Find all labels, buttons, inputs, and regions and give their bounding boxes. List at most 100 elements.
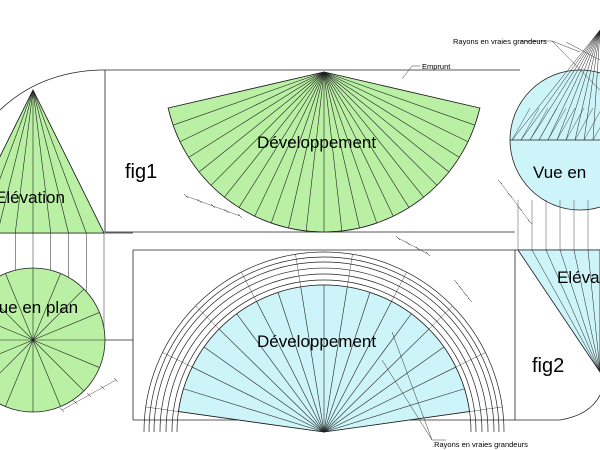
fan-chord [408, 197, 424, 208]
dimension-tick [237, 213, 243, 219]
cone-generatrix [0, 89, 34, 225]
elevation-line [517, 249, 600, 373]
left-plan-view [0, 233, 106, 413]
outer-ray [428, 305, 453, 330]
fig2-label: fig2 [532, 355, 564, 377]
rayons-top-label: Rayons en vraies grandeurs [453, 37, 547, 46]
fan-chord [179, 141, 189, 158]
cone-generatrix [0, 89, 34, 180]
fan-ray [323, 388, 465, 433]
dimension-tick [458, 285, 463, 291]
fan-ray [323, 71, 410, 208]
fan-ray [218, 328, 325, 433]
fan-chord [238, 207, 255, 217]
true-length-line [511, 29, 600, 141]
labels: Elévation Vue en plan fig1 Développement… [0, 37, 600, 449]
cone-elevation-shape [0, 89, 105, 234]
plan-ray [32, 339, 61, 407]
dimension-tick [224, 208, 229, 214]
true-length-line [592, 29, 600, 141]
elevation-line [531, 249, 600, 373]
outer-arc [165, 273, 483, 433]
fan-chord [288, 227, 307, 232]
fig1-label: fig1 [125, 161, 157, 183]
fan-ray [323, 71, 343, 232]
plan-ray [0, 339, 34, 354]
true-length-line [520, 29, 600, 141]
fan-chord [167, 107, 174, 126]
outer-ray [145, 406, 179, 412]
bottom-development [143, 251, 505, 433]
true-length-line [583, 29, 600, 141]
plan-ray [0, 339, 34, 374]
hatch-line [583, 111, 600, 141]
right-true-length-lines [510, 29, 600, 141]
dimension-marks [59, 179, 533, 413]
true-length-line [565, 29, 600, 141]
fan-chord [323, 230, 342, 233]
outer-arc [148, 256, 500, 433]
fan-ray [323, 71, 394, 217]
dimension-line [455, 281, 471, 301]
dimension-tick [517, 206, 523, 211]
outer-arc [153, 261, 495, 433]
fan-ray [323, 292, 371, 433]
outer-ray [162, 352, 193, 368]
fan-ray [224, 71, 325, 198]
fan-ray [183, 388, 325, 433]
fan-ray [323, 71, 480, 109]
true-length-line [556, 29, 600, 141]
outer-ray [295, 254, 301, 287]
emprunt-leader [401, 65, 420, 80]
rayons-bottom-label: .Rayons en vraies grandeurs [432, 440, 528, 449]
outer-ray [347, 254, 353, 287]
fan-ray [300, 286, 325, 433]
plan-radial-lines [0, 268, 105, 412]
dimension-tick [210, 203, 216, 209]
plan-left-label: Vue en plan [0, 298, 78, 317]
elevation-line [545, 249, 600, 373]
development-fan-chords [167, 107, 481, 233]
fan-chord [198, 171, 212, 186]
cone-generatrix [32, 89, 87, 234]
fan-ray [323, 71, 378, 224]
cone-generatrix [0, 89, 34, 158]
fan-ray [323, 71, 450, 173]
fan-ray [178, 411, 325, 433]
fan-chord [436, 171, 450, 186]
plan-ray [32, 312, 100, 341]
elevation-line [573, 249, 600, 373]
fan-ray [198, 71, 325, 173]
plan-ray [32, 339, 100, 368]
fan-ray [323, 346, 445, 433]
fan-ray [256, 301, 325, 433]
outer-arc [143, 251, 505, 433]
cone-generatrix [32, 89, 69, 234]
outer-arc [171, 279, 477, 433]
plan-ray [0, 326, 34, 341]
outer-ray [455, 352, 486, 368]
cone-generatrix [32, 89, 52, 234]
elevation-left-label: Elévation [0, 188, 65, 207]
elevation-line [559, 249, 600, 373]
outer-arc [159, 267, 489, 433]
hatch-line [556, 107, 576, 141]
outer-ray [391, 272, 407, 302]
outer-ray [241, 272, 257, 302]
leader-lines [381, 40, 600, 441]
cone-generatrix [32, 89, 105, 234]
dimension-tick [59, 407, 65, 413]
dimension-tick [415, 246, 421, 251]
hatch-line [538, 107, 558, 141]
fan-chord [271, 222, 289, 229]
fan-ray [168, 71, 325, 109]
fan-chord [172, 125, 181, 142]
fan-ray [277, 292, 325, 433]
fan-chord [254, 215, 272, 224]
fan-ray [323, 301, 392, 433]
outer-ray [469, 406, 503, 412]
vue-en-right-label: Vue en [533, 163, 586, 182]
fan-ray [236, 313, 325, 433]
fan-ray [173, 71, 325, 126]
cone-generatrix [14, 89, 34, 234]
